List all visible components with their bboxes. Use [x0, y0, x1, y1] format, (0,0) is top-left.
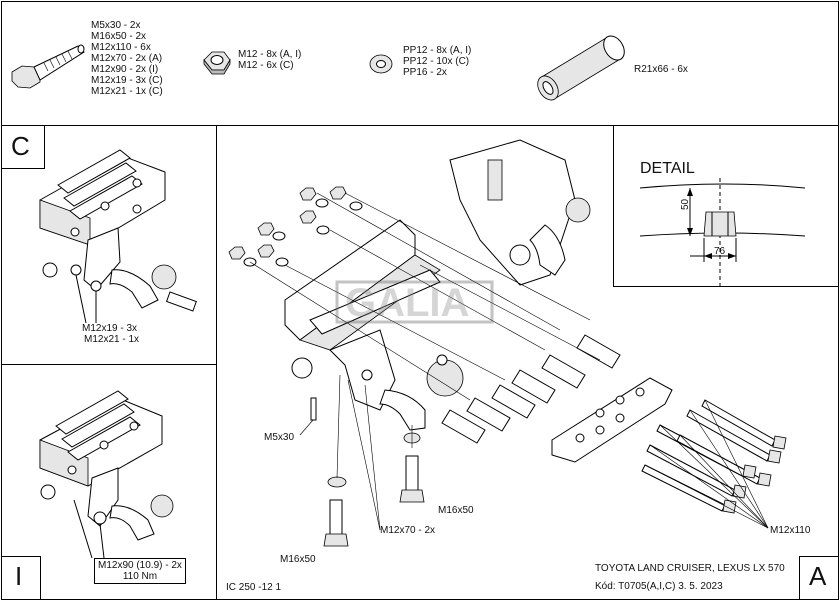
letter-i-box — [1, 556, 41, 600]
vehicle-name: TOYOTA LAND CRUISER, LEXUS LX 570 — [595, 563, 785, 574]
m16x50-left-label: M16x50 — [280, 554, 316, 565]
bolt-spec: M12x19 - 3x (C) — [91, 75, 163, 86]
panel-c-bolt-labels: M12x19 - 3x M12x21 - 1x — [82, 323, 139, 345]
nut-spec: M12 - 8x (A, I) — [238, 49, 302, 60]
m16x50-right-label: M16x50 — [438, 505, 474, 516]
galia-watermark-logo: GALIA — [335, 280, 494, 325]
bolt-spec: M12x21 - 1x (C) — [91, 86, 163, 97]
letter-a-box — [799, 556, 839, 600]
panel-a-assembly-drawing — [228, 139, 787, 547]
nut-icon — [203, 51, 231, 75]
detail-dim-horizontal: 76 — [714, 246, 726, 257]
drawing-code: IC 250 -12 1 — [226, 582, 282, 593]
washer-spec: PP16 - 2x — [403, 67, 447, 78]
nuts-list: M12 - 8x (A, I) M12 - 6x (C) — [238, 49, 301, 71]
bolt-icon — [11, 44, 85, 89]
panel-c-letter: C — [11, 131, 30, 161]
washer-spec: PP12 - 10x (C) — [403, 56, 470, 67]
m12x70-label: M12x70 - 2x — [380, 525, 436, 536]
svg-text:GALIA: GALIA — [345, 281, 469, 325]
panel-a-letter: A — [809, 561, 827, 591]
detail-frame — [613, 125, 839, 287]
panel-i-torque: 110 Nm — [122, 571, 158, 582]
panel-a-frame — [216, 125, 839, 600]
washer-spec: PP12 - 8x (A, I) — [403, 45, 472, 56]
panel-c-label: M12x21 - 1x — [84, 334, 140, 345]
bolt-spec: M12x70 - 2x (A) — [91, 53, 163, 64]
panel-i-letter: I — [15, 561, 23, 591]
panel-i-towbar-drawing — [39, 390, 174, 559]
detail-drawing — [639, 178, 806, 286]
bolt-spec: M12x110 - 6x — [91, 42, 151, 53]
panel-i-label: M12x90 (10.9) - 2x — [98, 560, 182, 571]
bolt-spec: M16x50 - 2x — [91, 31, 147, 42]
kod-date: Kód: T0705(A,I,C) 3. 5. 2023 — [595, 581, 723, 592]
spacer-spec: R21x66 - 6x — [634, 64, 688, 75]
spacer-tube-icon — [537, 35, 625, 101]
panel-c-towbar-drawing — [39, 149, 197, 324]
washers-list: PP12 - 8x (A, I) PP12 - 10x (C) PP16 - 2… — [403, 45, 471, 78]
m12x110-label: M12x110 — [770, 525, 811, 536]
nut-spec: M12 - 6x (C) — [238, 60, 294, 71]
letter-c-box — [1, 125, 45, 169]
panel-i-bolt-labels: M12x90 (10.9) - 2x 110 Nm — [94, 558, 186, 584]
bolts-list: M5x30 - 2x M16x50 - 2x M12x110 - 6x M12x… — [91, 20, 163, 97]
washer-icon — [369, 54, 393, 74]
detail-title: DETAIL — [640, 160, 695, 177]
bolt-spec: M5x30 - 2x — [91, 20, 141, 31]
m5x30-label: M5x30 — [264, 432, 295, 443]
detail-dim-vertical: 50 — [680, 198, 691, 210]
panel-c-label: M12x19 - 3x — [82, 323, 138, 334]
bolt-spec: M12x90 - 2x (I) — [91, 64, 159, 75]
